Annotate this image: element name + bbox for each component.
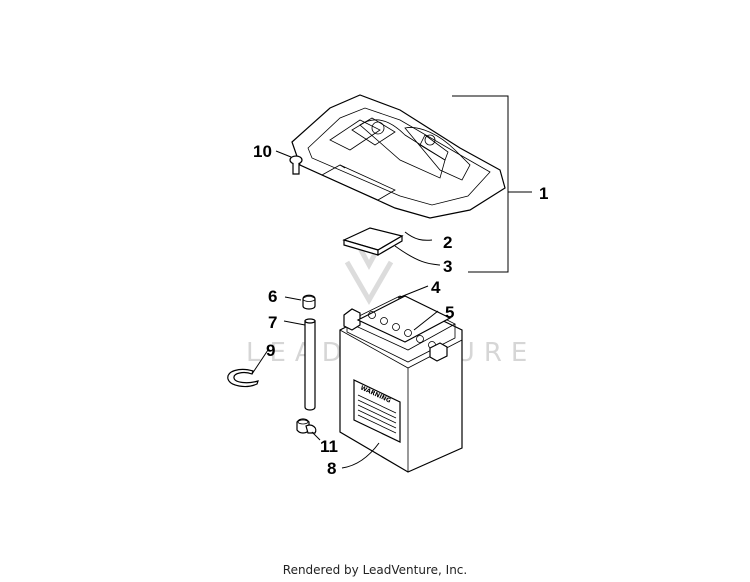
- callout-numbers: 1 2 3 4 5 6 7 8 9 10 11: [253, 142, 548, 478]
- callout-6: 6: [268, 287, 277, 306]
- clip-part[interactable]: [302, 294, 316, 310]
- bracket-line: [452, 95, 509, 273]
- callout-5: 5: [445, 303, 454, 322]
- callout-10: 10: [253, 142, 272, 161]
- vent-tube-part[interactable]: [304, 318, 316, 411]
- callout-4: 4: [431, 278, 441, 297]
- callout-8: 8: [327, 459, 336, 478]
- tool-tray-part[interactable]: [291, 94, 506, 219]
- screw-part[interactable]: [289, 155, 303, 175]
- pad-part[interactable]: [342, 227, 404, 257]
- callout-11: 11: [320, 437, 338, 456]
- retaining-ring-part[interactable]: [227, 368, 259, 388]
- callout-3: 3: [443, 257, 452, 276]
- battery-part[interactable]: WARNING: [339, 295, 463, 473]
- leader-lines: [251, 150, 532, 469]
- callout-2: 2: [443, 233, 452, 252]
- callout-7: 7: [268, 313, 277, 332]
- tube-clamp-part[interactable]: [296, 418, 317, 434]
- footer-credit: Rendered by LeadVenture, Inc.: [282, 563, 468, 577]
- callout-9: 9: [266, 341, 275, 360]
- callout-1: 1: [539, 184, 548, 203]
